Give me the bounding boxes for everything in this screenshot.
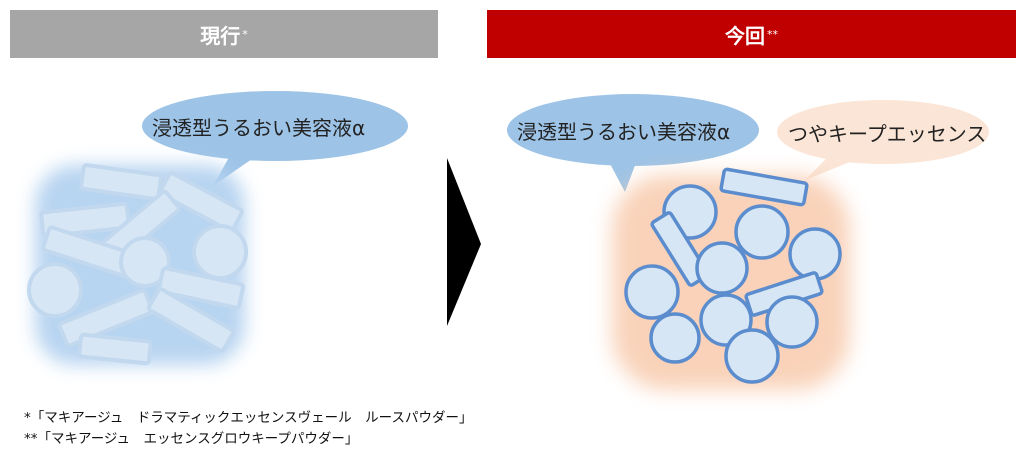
bubble-new-essence bbox=[777, 100, 989, 180]
bubble-current-text: 浸透型うるおい美容液α bbox=[152, 116, 366, 140]
header-new-mark: ** bbox=[767, 27, 778, 41]
header-current: 現行* bbox=[10, 10, 438, 58]
footnote-new: **「マキアージュ エッセンスグロウキープパウダー」 bbox=[24, 431, 359, 447]
header-new: 今回** bbox=[487, 10, 1016, 58]
bubble-new-essence-text: つやキープエッセンス bbox=[788, 122, 987, 146]
bubble-new-serum-text: 浸透型うるおい美容液α bbox=[517, 120, 731, 144]
header-new-title: 今回 bbox=[725, 23, 765, 48]
bubble-new-serum bbox=[507, 94, 759, 192]
footnote-current: *「マキアージュ ドラマティックエッセンスヴェール ルースパウダー」 bbox=[24, 410, 473, 426]
particles-current bbox=[27, 163, 248, 366]
particles-new bbox=[612, 167, 850, 390]
header-current-mark: * bbox=[242, 27, 248, 41]
header-current-title: 現行 bbox=[200, 23, 241, 48]
arrow-right-icon bbox=[447, 158, 481, 326]
